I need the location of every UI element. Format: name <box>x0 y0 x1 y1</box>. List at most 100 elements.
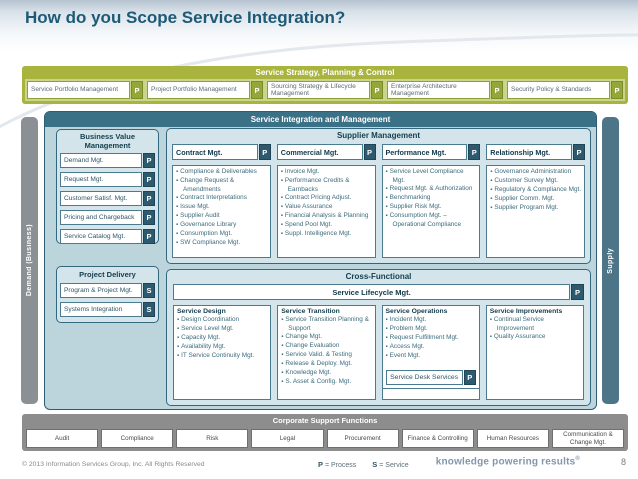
bullet-item: Supplier Comm. Mgt. <box>490 195 582 204</box>
column-title: Service Improvements <box>489 308 563 315</box>
bullet-item: Event Mgt. <box>386 352 477 361</box>
service-row-label: Program & Project Mgt. <box>60 283 142 298</box>
process-badge: P <box>143 153 155 169</box>
process-badge: P <box>251 81 263 99</box>
bullet-list: Design Coordination Service Level Mgt. C… <box>177 316 268 361</box>
copyright-text: © 2013 Information Services Group, Inc. … <box>22 461 205 468</box>
process-badge: P <box>468 144 481 160</box>
bullet-item: Performance Credits & Earnbacks <box>281 177 373 194</box>
bullet-item: Contract Interpretations <box>176 194 268 203</box>
column-header: Contract Mgt. P <box>172 144 271 160</box>
bullet-item: Customer Survey Mgt. <box>490 177 582 186</box>
bullet-item: Capacity Mgt. <box>177 334 268 343</box>
service-desk-services-box: Service Desk Services P <box>385 370 476 385</box>
process-row: Pricing and Chargeback P <box>60 210 155 226</box>
bullet-list: Service Level Compliance Mgt. Request Mg… <box>381 165 481 258</box>
process-badge: P <box>143 191 155 207</box>
service-lifecycle-bar: Service Lifecycle Mgt. P <box>173 284 584 300</box>
bullet-item: Supplier Audit <box>176 212 268 221</box>
corporate-item: Communication & Change Mgt. <box>551 429 624 448</box>
service-lifecycle-label: Service Lifecycle Mgt. <box>173 284 570 300</box>
bullet-item: Access Mgt. <box>386 343 477 352</box>
column-header: Performance Mgt. P <box>381 144 481 160</box>
bullet-list: Service Transition Planning & Support Ch… <box>281 316 372 387</box>
strategy-item: Service Portfolio Management P <box>27 81 143 99</box>
service-row: Systems Integration S <box>60 302 155 317</box>
business-value-management-section: Business Value Management Demand Mgt. P … <box>56 129 159 245</box>
column-service-operations: Service Operations Incident Mgt. Problem… <box>381 305 480 400</box>
process-badge: P <box>463 370 476 385</box>
legend-service-text: = Service <box>379 462 409 469</box>
column-title: Service Operations <box>385 308 448 315</box>
bullet-item: Service Valid. & Testing <box>281 351 372 360</box>
process-badge: P <box>143 210 155 226</box>
bullet-item: Benchmarking <box>386 194 478 203</box>
process-row: Demand Mgt. P <box>60 153 155 169</box>
bullet-item: Issue Mgt. <box>176 203 268 212</box>
corporate-item: Audit <box>26 429 99 448</box>
process-row: Service Catalog Mgt. P <box>60 229 155 245</box>
corporate-support-title: Corporate Support Functions <box>272 416 378 425</box>
legend: P = Process S = Service <box>318 460 409 469</box>
bullet-item: Knowledge Mgt. <box>281 369 372 378</box>
column-header-label: Relationship Mgt. <box>486 144 572 160</box>
bullet-item: Design Coordination <box>177 316 268 325</box>
business-value-rows: Demand Mgt. P Request Mgt. P Customer Sa… <box>57 153 158 245</box>
bullet-item: Consumption Mgt. – Operational Complianc… <box>386 212 478 229</box>
section-title: Business Value Management <box>79 132 136 150</box>
strategy-item: Sourcing Strategy & Lifecycle Management… <box>267 81 383 99</box>
bullet-list: Continual Service Improvement Quality As… <box>490 316 581 342</box>
supplier-column-contract: Contract Mgt. P Compliance & Deliverable… <box>172 144 271 258</box>
bullet-item: Service Level Mgt. <box>177 325 268 334</box>
column-header-label: Contract Mgt. <box>172 144 258 160</box>
process-badge: P <box>611 81 623 99</box>
bullet-item: Change Evaluation <box>281 342 372 351</box>
page-title: How do you Scope Service Integration? <box>25 8 346 27</box>
bullet-item: Request Mgt. & Authorization <box>386 185 478 194</box>
bullet-item: Compliance & Deliverables <box>176 168 268 177</box>
legend-process-text: = Process <box>324 462 357 469</box>
strategy-item-label: Sourcing Strategy & Lifecycle Management <box>267 81 370 99</box>
process-badge: P <box>571 284 584 300</box>
legend-service-symbol: S <box>372 460 378 469</box>
corporate-item: Procurement <box>326 429 399 448</box>
column-header-label: Commercial Mgt. <box>276 144 363 160</box>
bullet-list: Compliance & Deliverables Change Request… <box>172 165 271 258</box>
process-badge: P <box>371 81 383 99</box>
bullet-item: Suppl. Intelligence Mgt. <box>281 230 373 239</box>
bullet-item: Problem Mgt. <box>386 325 477 334</box>
column-title: Service Design <box>177 308 226 315</box>
supplier-columns: Contract Mgt. P Compliance & Deliverable… <box>172 144 585 258</box>
strategy-band-title: Service Strategy, Planning & Control <box>255 68 395 77</box>
process-badge: P <box>258 144 271 160</box>
service-row-label: Systems Integration <box>60 302 142 317</box>
process-row: Request Mgt. P <box>60 172 155 188</box>
corporate-item: Legal <box>251 429 324 448</box>
service-integration-title: Service Integration and Management <box>45 112 596 127</box>
bullet-item: SW Compliance Mgt. <box>176 239 268 248</box>
supplier-column-performance: Performance Mgt. P Service Level Complia… <box>381 144 481 258</box>
process-badge: P <box>491 81 503 99</box>
service-badge: S <box>143 283 155 298</box>
process-row-label: Customer Satisf. Mgt. <box>60 191 142 207</box>
corporate-item: Risk <box>176 429 249 448</box>
column-header: Relationship Mgt. P <box>486 144 585 160</box>
bullet-item: Release & Deploy. Mgt. <box>281 360 372 369</box>
corporate-item: Compliance <box>101 429 174 448</box>
strategy-band: Service Strategy, Planning & Control Ser… <box>22 66 628 104</box>
page-number: 8 <box>620 457 626 467</box>
supplier-column-commercial: Commercial Mgt. P Invoice Mgt. Performan… <box>276 144 376 258</box>
bullet-item: Contract Pricing Adjust. <box>281 194 373 203</box>
strategy-item: Project Portfolio Management P <box>147 81 263 99</box>
bullet-item: Spend Pool Mgt. <box>281 221 373 230</box>
process-row-label: Pricing and Chargeback <box>60 210 142 226</box>
bullet-item: Governance Library <box>176 221 268 230</box>
process-badge: P <box>363 144 376 160</box>
column-service-improvements: Service Improvements Continual Service I… <box>485 305 584 400</box>
bullet-item: Value Assurance <box>281 203 373 212</box>
bullet-item: Invoice Mgt. <box>281 168 373 177</box>
supplier-column-relationship: Relationship Mgt. P Governance Administr… <box>486 144 585 258</box>
legend-process: P = Process <box>318 460 356 469</box>
bullet-item: Supplier Risk Mgt. <box>386 203 478 212</box>
project-delivery-rows: Program & Project Mgt. S Systems Integra… <box>57 283 158 317</box>
